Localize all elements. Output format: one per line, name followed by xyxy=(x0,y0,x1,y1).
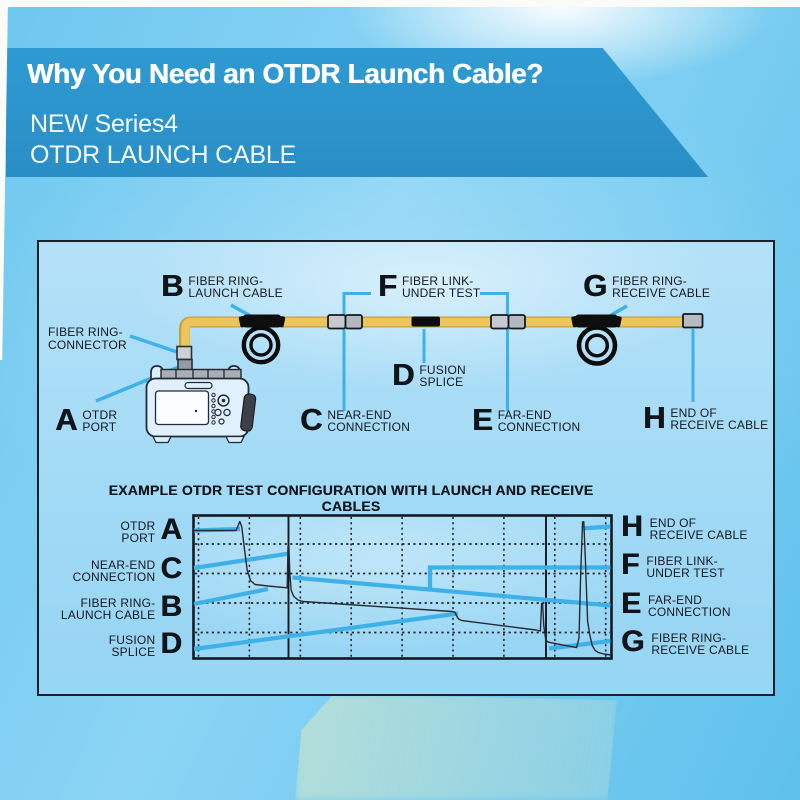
chart-label-b: FIBER RING-LAUNCH CABLE B xyxy=(60,590,182,623)
label-letter: C xyxy=(160,552,182,585)
fiber-cable xyxy=(179,316,695,348)
receive-ring-saddle xyxy=(571,314,622,328)
far-end-connector-pair xyxy=(490,314,526,330)
diagram-callout-lines xyxy=(95,292,695,411)
otdr-device xyxy=(145,365,257,444)
fusion-splice-sleeve xyxy=(411,316,440,327)
receive-fiber-ring xyxy=(576,325,618,366)
label-letter: C xyxy=(300,402,323,437)
chart-title: EXAMPLE OTDR TEST CONFIGURATION WITH LAU… xyxy=(108,482,594,514)
label-letter: B xyxy=(160,590,182,623)
label-g-receive-cable: G FIBER RING-RECEIVE CABLE xyxy=(583,268,711,303)
launch-fiber-ring xyxy=(241,325,281,365)
label-letter: A xyxy=(55,402,78,437)
launch-ring-saddle xyxy=(238,314,286,328)
chart-label-g: G FIBER RING-RECEIVE CABLE xyxy=(621,625,750,658)
label-b-launch-cable: B FIBER RING-LAUNCH CABLE xyxy=(161,268,283,303)
near-end-connector-pair xyxy=(327,314,363,330)
label-letter: H xyxy=(643,400,666,435)
otdr-screen xyxy=(154,390,210,426)
label-f-fiber-link: F FIBER LINK-UNDER TEST xyxy=(378,268,481,303)
subtitle-series: NEW Series4 xyxy=(30,110,178,138)
otdr-trace-line xyxy=(194,520,612,656)
label-letter: B xyxy=(161,268,184,303)
receive-end-connector xyxy=(682,313,704,329)
label-letter: H xyxy=(621,510,643,543)
chart-label-f: F FIBER LINK-UNDER TEST xyxy=(621,548,725,581)
photo-frame-left xyxy=(0,0,8,360)
label-letter: E xyxy=(472,402,493,437)
label-letter: G xyxy=(583,268,608,303)
label-letter: D xyxy=(392,357,415,392)
label-letter: G xyxy=(621,625,645,658)
label-letter: F xyxy=(621,548,640,581)
photo-frame-top xyxy=(0,0,800,7)
label-letter: E xyxy=(621,587,642,620)
page-title: Why You Need an OTDR Launch Cable? xyxy=(27,58,543,89)
ghost-print-blob xyxy=(295,694,617,800)
chart-grid xyxy=(195,517,610,657)
header-banner: Why You Need an OTDR Launch Cable? NEW S… xyxy=(6,48,708,177)
otdr-trace-chart xyxy=(192,514,613,660)
connector-label: FIBER RING- CONNECTOR xyxy=(48,325,127,352)
label-letter: F xyxy=(378,268,397,303)
label-letter: A xyxy=(160,513,182,546)
label-letter: D xyxy=(160,627,182,660)
otdr-port-connector xyxy=(176,345,193,373)
subtitle-product: OTDR LAUNCH CABLE xyxy=(30,141,297,169)
